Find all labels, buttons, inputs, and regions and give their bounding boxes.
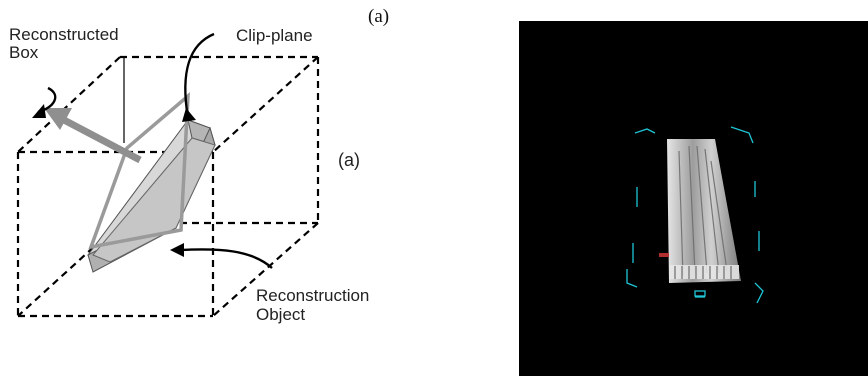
figure-label-side: (a): [338, 150, 360, 170]
rendered-volume: [659, 139, 741, 283]
volume-render-svg: [626, 126, 764, 304]
arrow-heads: [32, 104, 196, 257]
clip-plane-shape: [88, 92, 190, 250]
label-clip-plane: Clip-plane: [236, 26, 313, 45]
bounding-box-marks: [626, 126, 764, 304]
clip-plane-diagram: Reconstructed Box Clip-plane (a) (a) Rec…: [0, 0, 420, 376]
label-reconstructed-box-line1: Reconstructed: [9, 25, 119, 44]
diagram-svg: Reconstructed Box Clip-plane (a) (a) Rec…: [9, 6, 389, 324]
label-reconstructed-box-line2: Box: [9, 43, 39, 62]
figure-label-top: (a): [368, 6, 389, 27]
plane-normal-arrow: [44, 108, 142, 164]
volume-render-view: [519, 21, 868, 376]
label-reconstruction-object-line2: Object: [256, 305, 305, 324]
label-reconstruction-object-line1: Reconstruction: [256, 286, 369, 305]
